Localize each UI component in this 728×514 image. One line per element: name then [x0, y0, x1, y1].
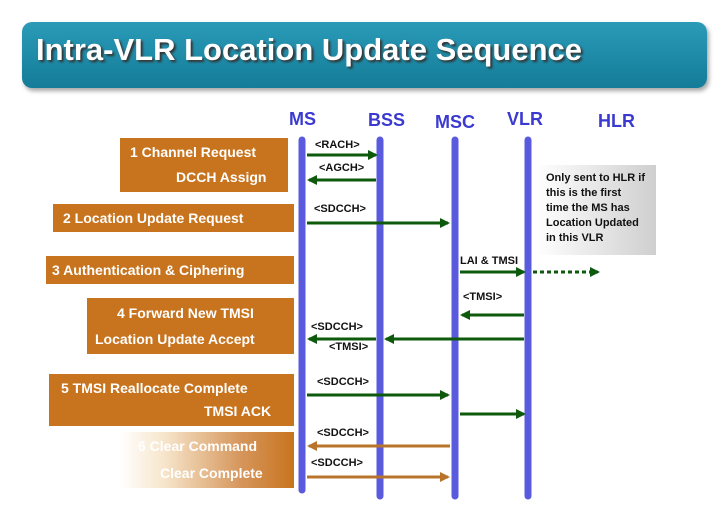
hlr-note-line: this is the first	[546, 187, 622, 199]
step-4-box: 4 Forward New TMSI Location Update Accep…	[87, 298, 294, 354]
msg-agch: <AGCH>	[319, 162, 365, 174]
step-5-line2: TMSI ACK	[204, 403, 272, 419]
step-3-box: 3 Authentication & Ciphering	[46, 256, 294, 284]
msg-sdcch-3: <SDCCH>	[317, 376, 369, 388]
msg-sdcch-2: <SDCCH>	[311, 321, 363, 333]
hlr-note-line: in this VLR	[546, 232, 604, 244]
page-title: Intra-VLR Location Update Sequence	[36, 32, 583, 67]
step-1-line1: 1 Channel Request	[130, 144, 257, 160]
step-3-line1: 3 Authentication & Ciphering	[52, 262, 245, 278]
step-6-box: 6 Clear Command Clear Complete	[120, 432, 294, 488]
step-2-line1: 2 Location Update Request	[63, 210, 244, 226]
hlr-note-line: Only sent to HLR if	[546, 172, 645, 184]
step-2-box: 2 Location Update Request	[53, 204, 294, 232]
msg-sdcch-1: <SDCCH>	[314, 203, 366, 215]
entity-vlr: VLR	[507, 109, 543, 129]
step-5-line1: 5 TMSI Reallocate Complete	[61, 380, 248, 396]
hlr-note-line: time the MS has	[546, 202, 630, 214]
step-1-line2: DCCH Assign	[176, 169, 267, 185]
entity-bss: BSS	[368, 110, 406, 130]
hlr-note: Only sent to HLR if this is the first ti…	[536, 165, 656, 255]
hlr-note-line: Location Updated	[546, 217, 639, 229]
msg-lai-tmsi: LAI & TMSI	[460, 255, 519, 267]
entity-hlr: HLR	[598, 111, 635, 131]
entity-ms: MS	[289, 109, 316, 129]
msg-tmsi-1: <TMSI>	[463, 291, 503, 303]
step-6-line2: Clear Complete	[160, 465, 263, 481]
msg-tmsi-2: <TMSI>	[329, 341, 369, 353]
msg-sdcch-4: <SDCCH>	[317, 427, 369, 439]
step-4-line2: Location Update Accept	[95, 331, 255, 347]
step-1-box: 1 Channel Request DCCH Assign	[120, 138, 288, 192]
step-5-box: 5 TMSI Reallocate Complete TMSI ACK	[49, 374, 294, 426]
msg-sdcch-5: <SDCCH>	[311, 457, 363, 469]
step-4-line1: 4 Forward New TMSI	[117, 305, 254, 321]
msg-rach: <RACH>	[315, 139, 360, 151]
entity-msc: MSC	[435, 112, 475, 132]
title-banner	[22, 22, 707, 88]
step-6-line1: 6 Clear Command	[138, 438, 258, 454]
